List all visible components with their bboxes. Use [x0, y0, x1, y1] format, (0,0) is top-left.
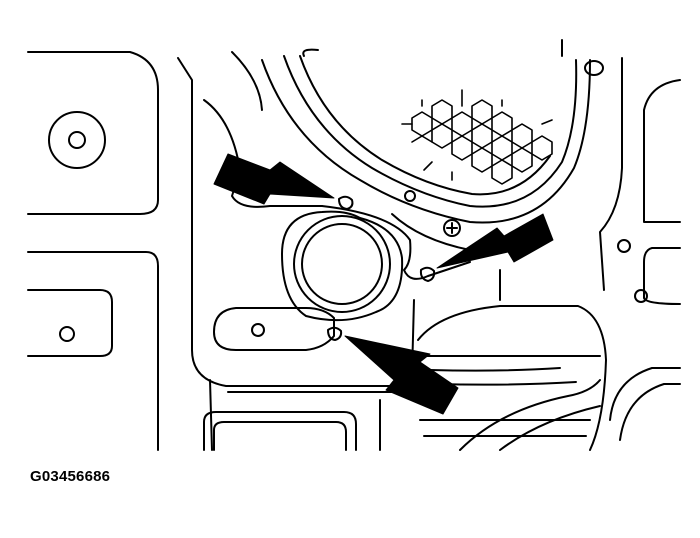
- right-hole-b: [634, 289, 648, 303]
- fastener-hole-3: [327, 326, 343, 341]
- opening-outer: [293, 215, 391, 313]
- panel-top-left: [27, 51, 159, 215]
- panel-right: [599, 57, 681, 441]
- lower-tab: [213, 307, 335, 351]
- central-plate: [177, 51, 421, 451]
- panel-top-left-hole: [68, 131, 86, 149]
- housing-top-hole: [584, 60, 604, 76]
- right-hole-a: [617, 239, 631, 253]
- panel-mid-left-hole: [59, 326, 75, 342]
- lower-tab-hole: [251, 323, 265, 337]
- opening-inner: [301, 223, 383, 305]
- screw-head: [443, 219, 461, 237]
- speaker-housing: [261, 39, 604, 301]
- callout-arrow-right: [436, 213, 554, 269]
- speaker-grille: [401, 89, 553, 185]
- callout-arrows: [213, 153, 554, 415]
- fastener-hole-2: [419, 266, 436, 282]
- figure-id-label: G03456686: [30, 468, 111, 485]
- panel-mid-left: [27, 251, 159, 451]
- round-opening: [281, 210, 404, 322]
- fastener-hole-1: [338, 195, 354, 210]
- lower-trim: [379, 305, 607, 451]
- callout-arrow-upper-left: [213, 153, 335, 205]
- fastener-holes: [327, 195, 436, 341]
- panel-top-left-ring: [48, 111, 106, 169]
- housing-small-hole: [404, 190, 416, 202]
- door-panel-diagram: [27, 39, 681, 451]
- opening-flange: [281, 210, 404, 322]
- callout-arrow-lower: [344, 335, 459, 415]
- bottom-cutout: [203, 411, 357, 451]
